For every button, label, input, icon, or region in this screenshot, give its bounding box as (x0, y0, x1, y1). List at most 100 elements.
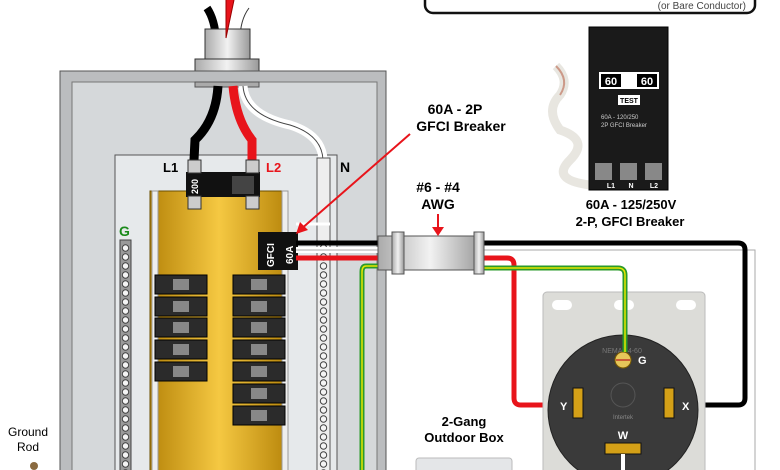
bar-screw (319, 424, 328, 432)
bar-screw (319, 262, 328, 270)
bar-screw (319, 370, 328, 378)
bar-screw (121, 442, 130, 450)
main-breaker-rating: 200 (190, 179, 200, 194)
product-caption-line1: 60A - 125/250V (586, 197, 677, 212)
wire-gauge-line2: AWG (421, 196, 455, 212)
bar-screw (319, 460, 328, 468)
bar-screw (319, 298, 328, 306)
breaker-callout-line1: 60A - 2P (428, 101, 483, 117)
bar-screw (121, 307, 130, 315)
bar-screw (121, 343, 130, 351)
bar-screw (121, 388, 130, 396)
gfci-breaker-product: 60 60 TEST 60A - 120/250 2P GFCI Breaker… (548, 26, 685, 229)
product-face-line1: 60A - 120/250 (601, 115, 639, 121)
breaker-handle (251, 366, 267, 377)
bar-screw (121, 334, 130, 342)
bar-screw (319, 388, 328, 396)
bar-screw (121, 415, 130, 423)
bar-screw (319, 325, 328, 333)
bar-screw (121, 352, 130, 360)
terminal-w-label: W (618, 430, 629, 442)
terminal-l2-label: L2 (266, 160, 281, 175)
bar-screw (319, 442, 328, 450)
gfci-breaker-rating: 60A (285, 246, 296, 264)
product-term-n: N (628, 183, 633, 190)
wire-gauge-callout: #6 - #4 AWG (416, 179, 460, 236)
bar-screw (319, 406, 328, 414)
bar-screw (121, 451, 130, 459)
breaker-callout-line2: GFCI Breaker (416, 118, 506, 134)
bar-screw (121, 460, 130, 468)
bar-screw (121, 397, 130, 405)
outdoor-box-callout: 2-Gang Outdoor Box (415, 414, 513, 470)
terminal-x-label: X (682, 401, 690, 413)
product-caption-line2: 2-P, GFCI Breaker (576, 214, 685, 229)
bar-screw (319, 433, 328, 441)
bar-screw (319, 307, 328, 315)
bar-screw (319, 334, 328, 342)
bar-screw (319, 379, 328, 387)
terminal-g-label: G (638, 355, 647, 367)
breaker-handle (251, 388, 267, 399)
breaker-handle (173, 366, 189, 377)
bar-screw (121, 316, 130, 324)
breaker-handle (251, 279, 267, 290)
breaker-handle (173, 322, 189, 333)
bar-screw (121, 379, 130, 387)
bar-screw (121, 289, 130, 297)
bar-screw (121, 244, 130, 252)
product-rating-right: 60 (641, 76, 653, 88)
ground-rod-line2: Rod (17, 440, 39, 454)
product-rating-left: 60 (605, 76, 617, 88)
legend-box: (or Bare Conductor) (423, 0, 757, 15)
breaker-handle (173, 344, 189, 355)
legend-note: (or Bare Conductor) (658, 1, 746, 12)
branch-wires (296, 222, 758, 470)
terminal-y-label: Y (560, 401, 568, 413)
bar-screw (319, 280, 328, 288)
gfci-breaker-text: GFCI (266, 243, 277, 267)
bar-screw (121, 433, 130, 441)
bar-screw (121, 361, 130, 369)
bar-screw (121, 262, 130, 270)
bar-screw (319, 361, 328, 369)
nema-14-60-receptacle: NEMA 14-60 G Y X Intertek W (542, 280, 706, 470)
breaker-handle (251, 344, 267, 355)
breaker-handle (173, 279, 189, 290)
bar-screw (121, 424, 130, 432)
box-line1: 2-Gang (442, 414, 487, 429)
bar-screw (121, 271, 130, 279)
load-center-panel: 200 L1 L2 N G GFCI 60A (59, 70, 387, 470)
bar-screw (121, 280, 130, 288)
bar-screw (319, 271, 328, 279)
bar-screw (319, 397, 328, 405)
service-entrance (194, 0, 260, 73)
gfci-breaker: GFCI 60A (258, 232, 298, 270)
ground-rod-callout: Ground Rod (8, 425, 48, 470)
product-test-label: TEST (620, 98, 639, 105)
box-line2: Outdoor Box (424, 430, 504, 445)
breaker-handle (251, 301, 267, 312)
receptacle-brand: Intertek (613, 415, 634, 421)
breaker-handle (251, 410, 267, 421)
bar-screw (121, 370, 130, 378)
wire-gauge-line1: #6 - #4 (416, 179, 460, 195)
receptacle-model: NEMA 14-60 (602, 348, 642, 355)
bar-screw (121, 298, 130, 306)
bar-screw (319, 343, 328, 351)
product-term-l1: L1 (607, 183, 615, 190)
product-term-l2: L2 (650, 183, 658, 190)
bar-screw (319, 451, 328, 459)
breaker-callout: 60A - 2P GFCI Breaker (296, 101, 506, 234)
bar-screw (319, 316, 328, 324)
ground-rod-line1: Ground (8, 425, 48, 439)
breaker-handle (251, 322, 267, 333)
bar-screw (121, 253, 130, 261)
bar-screw (121, 406, 130, 414)
bar-screw (319, 415, 328, 423)
bar-screw (319, 289, 328, 297)
ground-bar-label: G (119, 223, 130, 239)
bar-screw (121, 325, 130, 333)
